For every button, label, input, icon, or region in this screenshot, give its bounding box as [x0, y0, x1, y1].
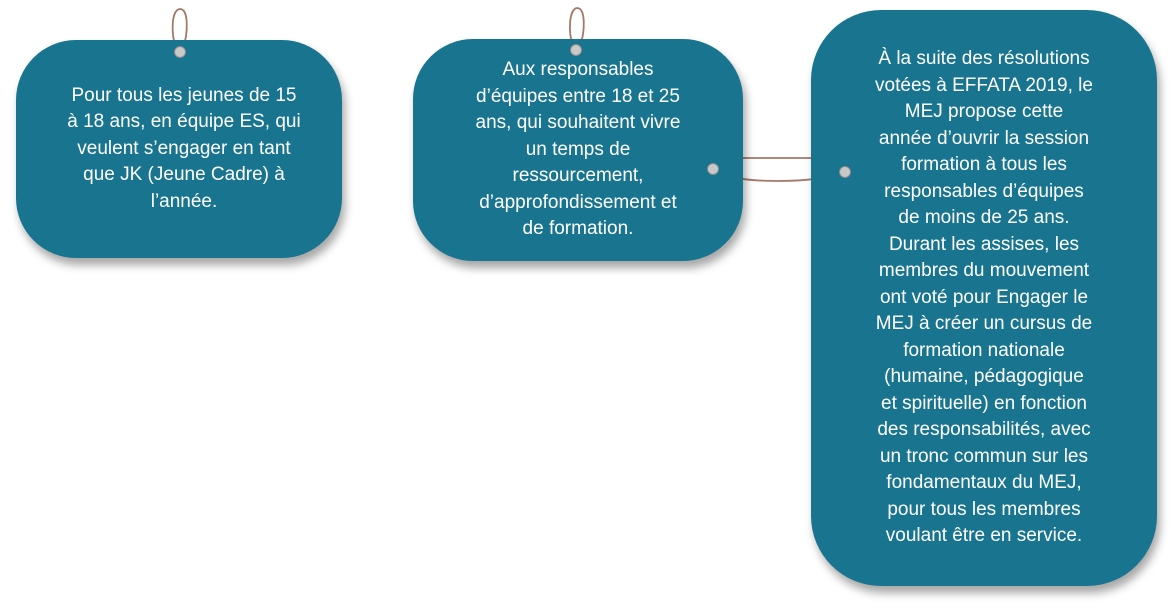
info-tag-effata-2019: À la suite des résolutions votées à EFFA…: [811, 10, 1157, 586]
info-tag-jeunes-15-18: Pour tous les jeunes de 15 à 18 ans, en …: [16, 40, 342, 258]
info-tag-text: Pour tous les jeunes de 15 à 18 ans, en …: [67, 84, 301, 212]
eyelet-icon: [707, 163, 719, 175]
info-tag-text: À la suite des résolutions votées à EFFA…: [875, 48, 1093, 547]
info-tag-text: Aux responsables d’équipes entre 18 et 2…: [475, 59, 681, 240]
eyelet-icon: [174, 46, 186, 58]
eyelet-icon: [839, 166, 851, 178]
info-tag-responsables-18-25: Aux responsables d’équipes entre 18 et 2…: [413, 39, 743, 261]
eyelet-icon: [570, 44, 582, 56]
